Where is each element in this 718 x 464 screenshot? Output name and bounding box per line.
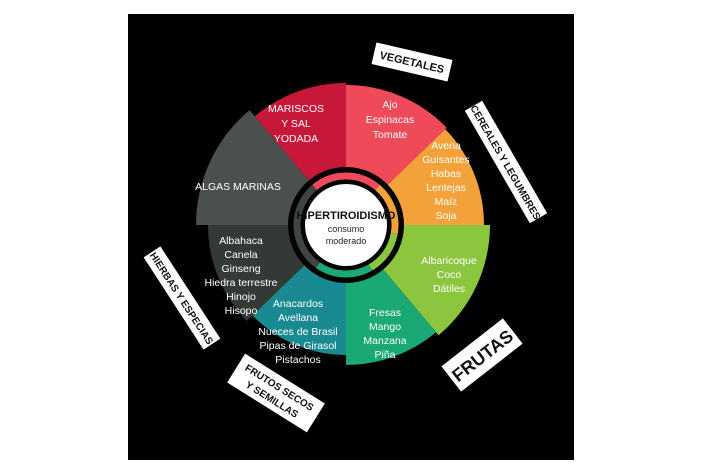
hub-ring-orange	[375, 184, 399, 235]
svg-text:YODADA: YODADA	[274, 133, 318, 145]
svg-text:Fresas: Fresas	[369, 307, 401, 319]
hub-ring-teal	[315, 262, 373, 278]
svg-text:Habas: Habas	[431, 168, 461, 180]
svg-text:Mango: Mango	[369, 321, 401, 333]
svg-text:Avellana: Avellana	[278, 312, 318, 324]
label-frutas: Albaricoque Coco Dátiles	[421, 255, 477, 295]
svg-text:Y SAL: Y SAL	[281, 118, 311, 130]
svg-text:Coco: Coco	[437, 269, 462, 281]
svg-text:Hiedra terrestre: Hiedra terrestre	[205, 277, 278, 289]
svg-text:Tomate: Tomate	[373, 129, 408, 141]
svg-text:Pistachos: Pistachos	[275, 354, 321, 366]
svg-text:Guisantes: Guisantes	[422, 154, 469, 166]
svg-text:Albaricoque: Albaricoque	[421, 255, 477, 267]
svg-text:Canela: Canela	[224, 249, 257, 261]
svg-text:Nueces de Brasil: Nueces de Brasil	[258, 326, 337, 338]
center-subtitle-line1: consumo	[328, 224, 365, 234]
svg-text:Hisopo: Hisopo	[225, 305, 258, 317]
svg-text:Espinacas: Espinacas	[366, 114, 414, 126]
tag-frutos-secos: FRUTOS SECOS Y SEMILLAS	[224, 350, 328, 436]
label-vegetales: Ajo Espinacas Tomate	[366, 99, 414, 141]
tag-frutas: FRUTAS	[438, 315, 526, 395]
svg-text:Anacardos: Anacardos	[273, 298, 323, 310]
svg-text:Maíz: Maíz	[435, 196, 458, 208]
label-hierbas: Albahaca Canela Ginseng Hiedra terrestre…	[205, 235, 278, 317]
center-hub: HIPERTIROIDISMO consumo moderado	[288, 167, 404, 283]
hub-ring-green	[368, 232, 398, 271]
svg-text:Pipas de Girasol: Pipas de Girasol	[259, 340, 336, 352]
center-title: HIPERTIROIDISMO	[296, 210, 395, 222]
label-algas: ALGAS MARINAS	[195, 181, 281, 193]
svg-text:ALGAS MARINAS: ALGAS MARINAS	[195, 181, 281, 193]
hub-ring-dark	[293, 184, 320, 269]
svg-text:Lentejas: Lentejas	[426, 182, 466, 194]
label-cereales: Avena Guisantes Habas Lentejas Maíz Soja	[422, 140, 469, 222]
hub-ring-red	[312, 172, 380, 191]
svg-text:Piña: Piña	[374, 349, 395, 361]
svg-text:Ajo: Ajo	[382, 99, 397, 111]
svg-text:Albahaca: Albahaca	[219, 235, 263, 247]
svg-text:MARISCOS: MARISCOS	[268, 103, 324, 115]
svg-text:Avena: Avena	[431, 140, 461, 152]
svg-text:Ginseng: Ginseng	[221, 263, 260, 275]
svg-text:Hinojo: Hinojo	[226, 291, 256, 303]
label-mariscos: MARISCOS Y SAL YODADA	[268, 103, 324, 145]
label-frutos-secos: Anacardos Avellana Nueces de Brasil Pipa…	[258, 298, 337, 366]
svg-text:Dátiles: Dátiles	[433, 283, 465, 295]
center-subtitle-line2: moderado	[326, 236, 367, 246]
svg-text:Soja: Soja	[435, 210, 456, 222]
svg-text:Manzana: Manzana	[363, 335, 406, 347]
label-frutas-2: Fresas Mango Manzana Piña	[363, 307, 406, 361]
